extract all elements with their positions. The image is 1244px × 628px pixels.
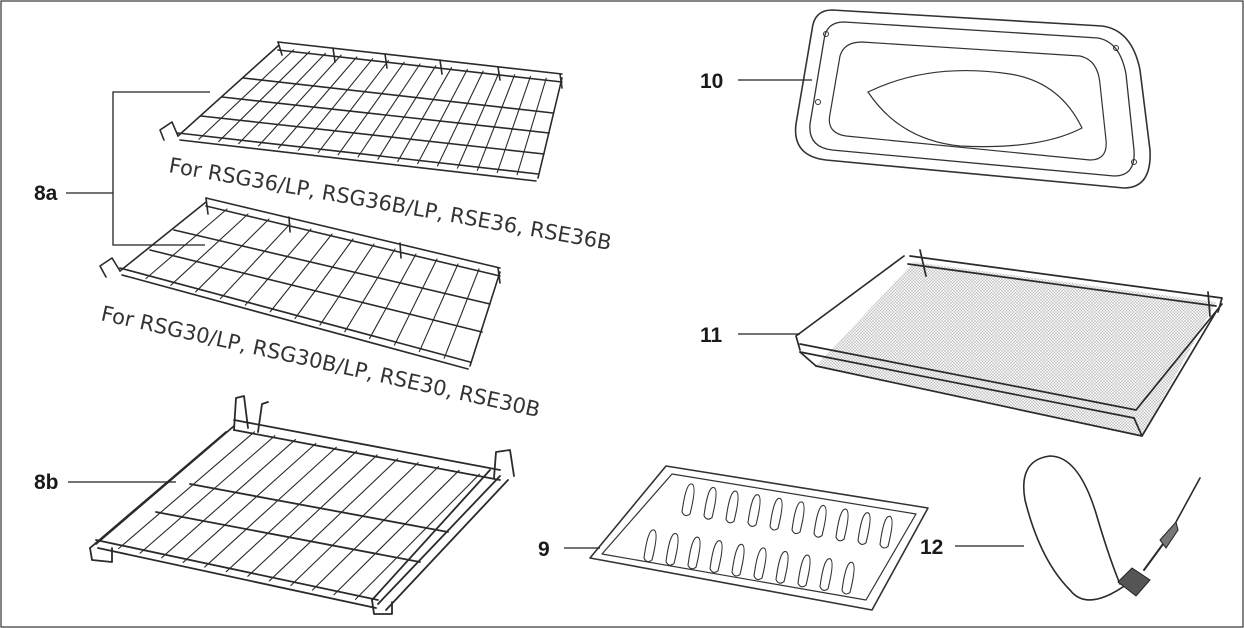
rack-wire bbox=[219, 223, 291, 300]
broil-slot bbox=[813, 505, 827, 538]
rack-wire bbox=[225, 450, 358, 573]
rack-wire bbox=[277, 56, 358, 149]
rack-wire bbox=[417, 68, 468, 165]
rack-wire bbox=[145, 208, 228, 280]
callout-label-12: 12 bbox=[920, 536, 943, 559]
rack-wire bbox=[456, 72, 500, 169]
broil-slot bbox=[643, 529, 657, 563]
broil-slot bbox=[753, 547, 767, 581]
callout-10: 10 bbox=[700, 70, 812, 93]
callout-9: 9 bbox=[538, 538, 600, 561]
rack-wire bbox=[516, 77, 547, 176]
rack-wire bbox=[269, 233, 333, 313]
broil-slot bbox=[687, 536, 701, 570]
rack-wire bbox=[357, 63, 421, 158]
rack-wire bbox=[182, 442, 317, 564]
broil-slot bbox=[835, 508, 849, 542]
air-fry-basket-illustration bbox=[795, 249, 1223, 437]
rack-wire bbox=[218, 51, 311, 142]
callout-label-8a: 8a bbox=[34, 182, 58, 205]
broil-slot bbox=[879, 515, 893, 549]
broil-slot bbox=[791, 501, 805, 535]
rack-wire bbox=[369, 253, 417, 339]
rack-wire bbox=[337, 61, 405, 156]
broil-slot bbox=[857, 512, 871, 545]
callout-label-8b: 8b bbox=[34, 471, 59, 494]
rack-wire bbox=[496, 75, 531, 174]
rack-wire bbox=[170, 213, 249, 286]
rack-wire bbox=[258, 54, 342, 147]
rack-wire bbox=[294, 238, 354, 320]
callout-8a: 8a bbox=[34, 91, 210, 246]
roasting-pan-illustration bbox=[794, 9, 1151, 189]
oven-rack-30-illustration bbox=[99, 197, 501, 370]
broil-slot bbox=[731, 543, 745, 577]
rack-wire bbox=[443, 268, 480, 359]
callout-12: 12 bbox=[920, 536, 1024, 559]
broil-slot bbox=[709, 540, 723, 573]
callout-label-10: 10 bbox=[700, 70, 723, 93]
rack-wire bbox=[354, 473, 481, 600]
broil-slot bbox=[747, 494, 761, 527]
broil-slot bbox=[819, 558, 833, 591]
rack-wire bbox=[319, 243, 375, 326]
rack-wire bbox=[244, 228, 312, 306]
broil-slot bbox=[797, 554, 811, 588]
rack-wire bbox=[117, 431, 256, 550]
rack-wire bbox=[238, 52, 326, 145]
rack-wire bbox=[195, 218, 270, 293]
rack-wire bbox=[204, 446, 337, 568]
callout-8b: 8b bbox=[34, 471, 176, 494]
rack-wire bbox=[317, 59, 389, 154]
callout-label-11: 11 bbox=[700, 324, 723, 347]
broil-slot bbox=[775, 551, 789, 584]
rack-wire bbox=[297, 58, 374, 151]
rack-wire bbox=[344, 248, 396, 333]
rack-wire bbox=[268, 458, 399, 582]
rack-wire bbox=[139, 435, 276, 554]
rack-wire bbox=[377, 65, 437, 160]
rack-wire bbox=[393, 258, 438, 346]
rack-wire bbox=[290, 462, 419, 587]
caption-rack-30: For RSG30/LP, RSG30B/LP, RSE30, RSE30B bbox=[99, 301, 542, 422]
broil-slot bbox=[725, 490, 739, 524]
callout-label-9: 9 bbox=[538, 538, 550, 561]
broil-slot bbox=[841, 561, 855, 595]
rack-wire bbox=[198, 49, 295, 140]
broil-slot bbox=[703, 487, 717, 520]
rack-wire bbox=[333, 469, 460, 596]
temperature-probe-illustration bbox=[1023, 455, 1201, 601]
broil-pan-illustration bbox=[589, 465, 929, 611]
rack-wire bbox=[476, 74, 516, 171]
rack-wire bbox=[247, 454, 378, 577]
broil-slot bbox=[665, 533, 679, 566]
rack-wire bbox=[311, 465, 440, 591]
rack-wire bbox=[161, 438, 296, 559]
extension-rack-illustration bbox=[89, 395, 515, 615]
broil-slot bbox=[769, 497, 783, 531]
rack-wire bbox=[418, 263, 459, 353]
callout-11: 11 bbox=[700, 324, 800, 347]
oven-rack-36-illustration bbox=[159, 41, 563, 182]
rack-wire bbox=[437, 70, 484, 167]
rack-wire bbox=[397, 67, 453, 162]
broil-slot bbox=[681, 483, 695, 517]
